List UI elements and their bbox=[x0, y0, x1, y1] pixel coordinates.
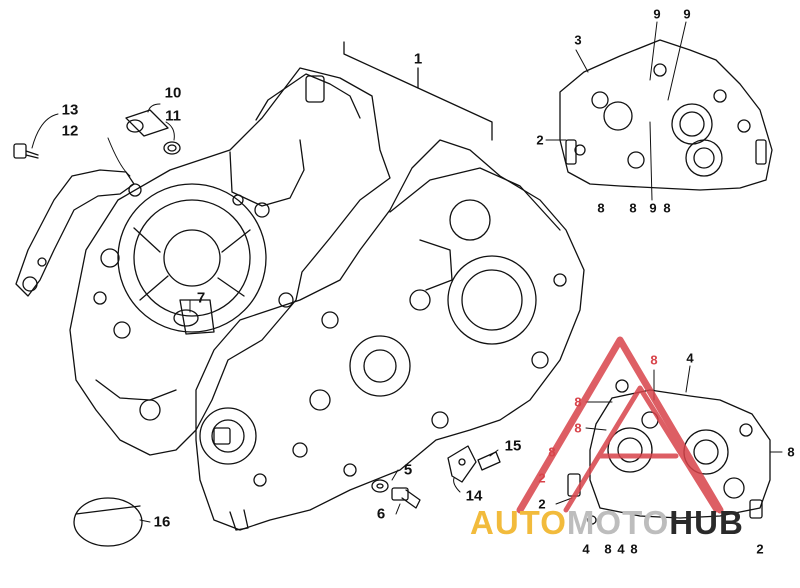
watermark-part-moto: MOTO bbox=[566, 504, 670, 541]
mount-bracket bbox=[447, 445, 477, 483]
callout-6: 6 bbox=[376, 505, 386, 523]
watermark-part-auto: AUTO bbox=[470, 504, 567, 541]
inset-top-callout-8a: 8 bbox=[597, 200, 605, 216]
callout-15: 15 bbox=[504, 437, 522, 455]
inset-top-callout-9b: 9 bbox=[683, 6, 691, 22]
inset-bottom-callout-4a: 4 bbox=[686, 350, 694, 366]
callout-1: 1 bbox=[413, 50, 423, 68]
inset-bottom-callout-8e: 8 bbox=[787, 444, 795, 460]
inset-top-callout-2: 2 bbox=[536, 132, 544, 148]
watermark-logo bbox=[516, 336, 724, 514]
callout-16: 16 bbox=[153, 513, 171, 531]
inset-bottom-callout-4c: 4 bbox=[617, 541, 625, 557]
cover-bolt bbox=[13, 143, 39, 159]
inset-top-callout-8c: 8 bbox=[663, 200, 671, 216]
inset-bottom-callout-8f: 8 bbox=[604, 541, 612, 557]
inset-bottom-callout-8d: 8 bbox=[548, 444, 556, 460]
callout-10: 10 bbox=[164, 84, 182, 102]
washer bbox=[371, 479, 389, 493]
inset-bottom-callout-4b: 4 bbox=[582, 541, 590, 557]
cover-plate bbox=[15, 169, 135, 297]
callout-14: 14 bbox=[465, 487, 483, 505]
inset-top-callout-9c: 9 bbox=[649, 200, 657, 216]
inset-bottom-callout-8a: 8 bbox=[650, 352, 658, 368]
inset-top-crankcase bbox=[559, 39, 773, 191]
inset-top-callout-9a: 9 bbox=[653, 6, 661, 22]
end-cap bbox=[73, 497, 143, 547]
flange-bolt bbox=[391, 487, 421, 509]
assembly-bracket bbox=[343, 41, 493, 141]
leader-lines-main bbox=[31, 103, 499, 523]
callout-7: 7 bbox=[196, 289, 206, 307]
callout-12: 12 bbox=[61, 122, 79, 140]
mount-bolt bbox=[477, 451, 501, 471]
left-crankcase-half bbox=[69, 67, 391, 456]
watermark-text: AUTOMOTOHUB bbox=[470, 506, 744, 539]
inset-bottom-callout-8b: 8 bbox=[574, 394, 582, 410]
inset-bottom-callout-2b: 2 bbox=[538, 496, 546, 512]
inset-top-callout-3: 3 bbox=[574, 32, 582, 48]
inset-bottom-callout-8c: 8 bbox=[574, 420, 582, 436]
callout-5: 5 bbox=[403, 461, 413, 479]
inset-top-callout-8b: 8 bbox=[629, 200, 637, 216]
o-ring bbox=[163, 141, 181, 155]
leader-lines-inset-top bbox=[545, 21, 687, 201]
callout-13: 13 bbox=[61, 101, 79, 119]
inset-bottom-callout-2c: 2 bbox=[756, 541, 764, 557]
callout-11: 11 bbox=[165, 107, 181, 125]
inset-bottom-callout-2a: 2 bbox=[538, 470, 546, 486]
dowel-pin bbox=[125, 109, 169, 137]
inset-bottom-callout-8g: 8 bbox=[630, 541, 638, 557]
watermark-part-hub: HUB bbox=[669, 504, 744, 541]
right-crankcase-half bbox=[195, 139, 585, 531]
